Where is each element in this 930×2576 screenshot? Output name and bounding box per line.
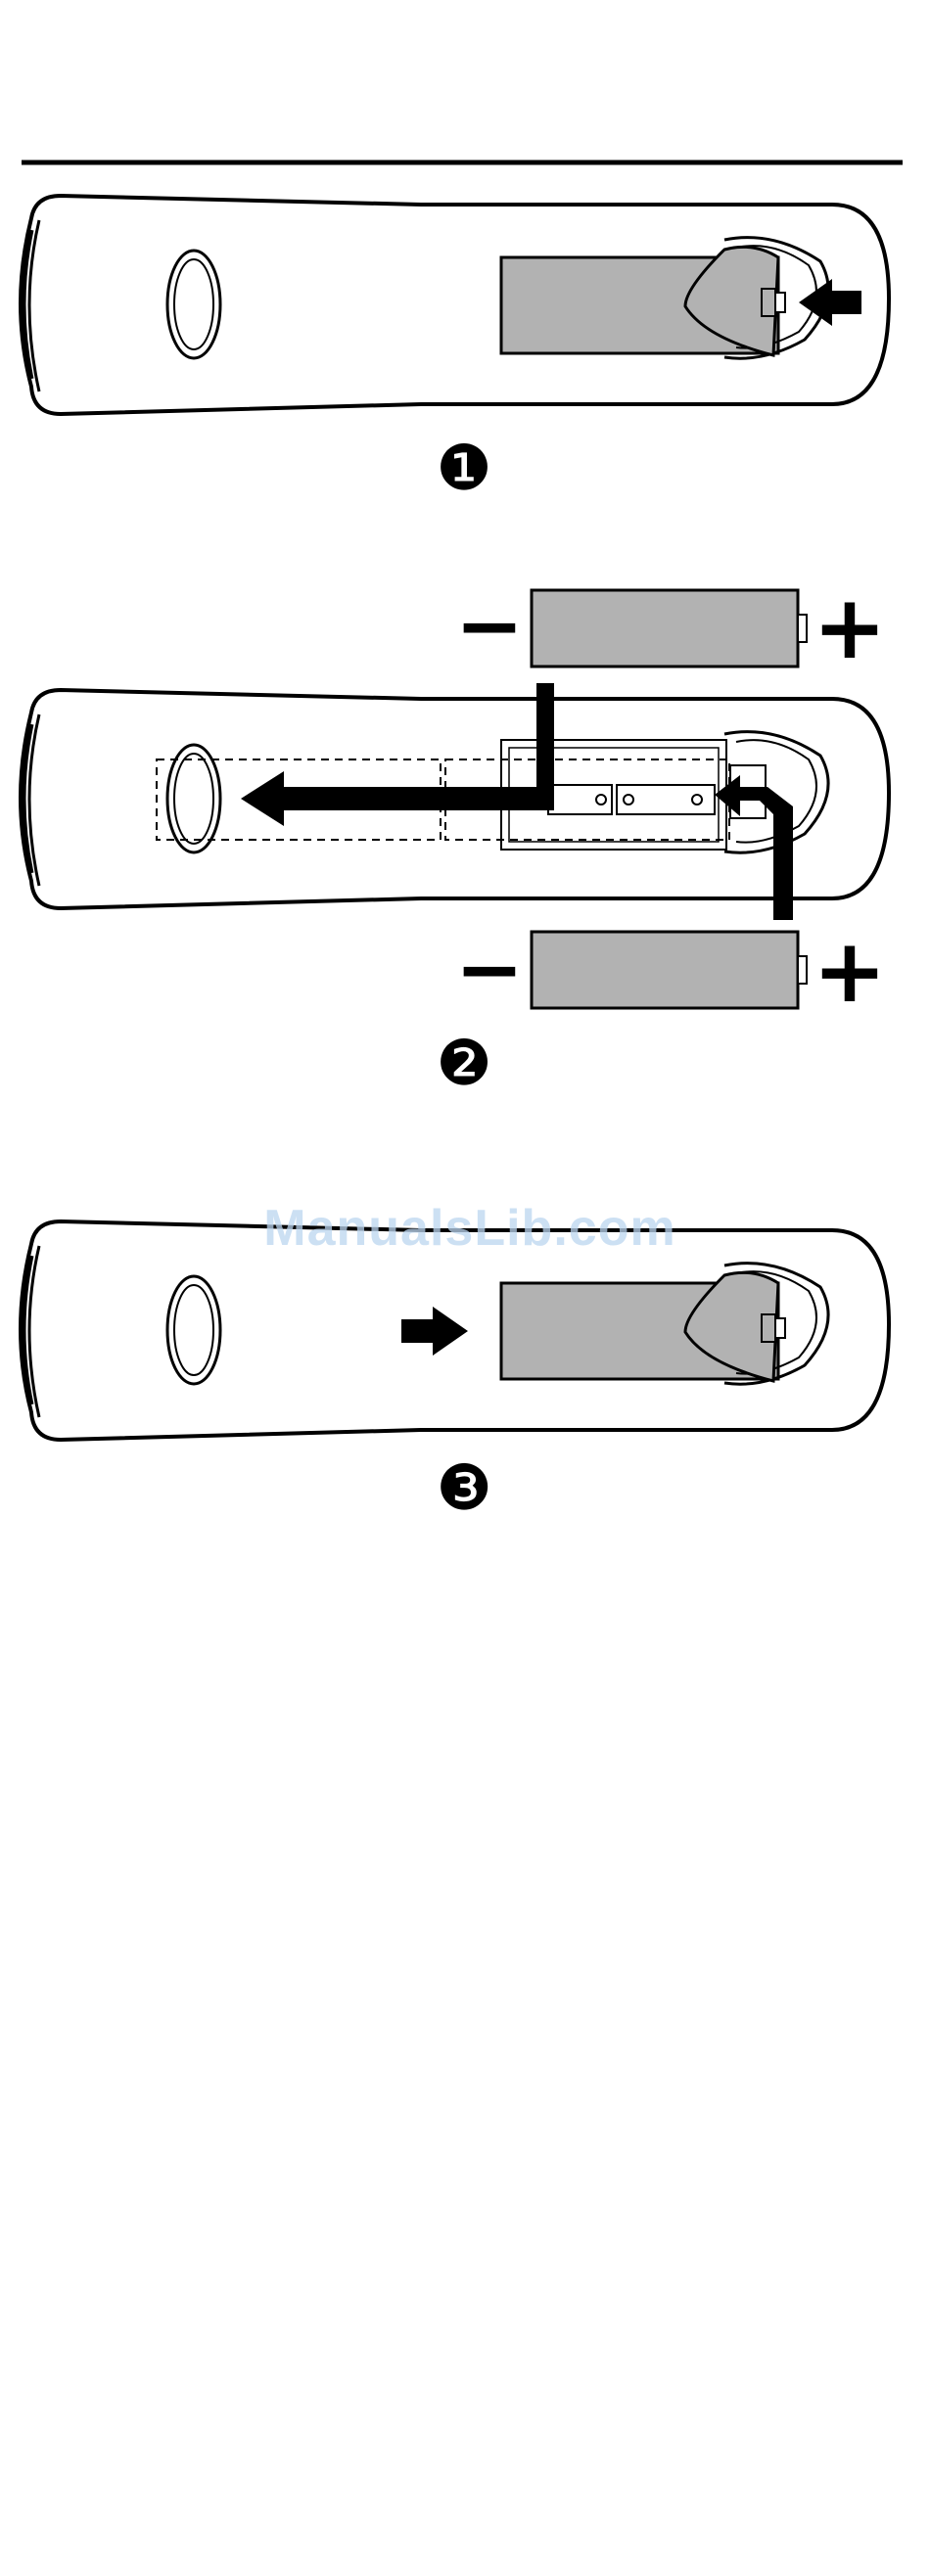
step-3-marker: ❸ (436, 1452, 491, 1525)
step-1-remote (21, 196, 889, 414)
watermark: ManualsLib.com (245, 1199, 695, 1258)
battery-top-minus: − (455, 577, 524, 673)
step-2-marker: ❷ (436, 1028, 491, 1100)
battery-top (532, 590, 807, 667)
step-2-remote (21, 683, 889, 920)
battery-bottom-plus: + (813, 920, 886, 1023)
battery-top-plus: + (813, 576, 886, 679)
battery-bottom (532, 932, 807, 1008)
step-1-marker: ❶ (436, 433, 491, 505)
battery-bottom-minus: − (455, 921, 524, 1017)
